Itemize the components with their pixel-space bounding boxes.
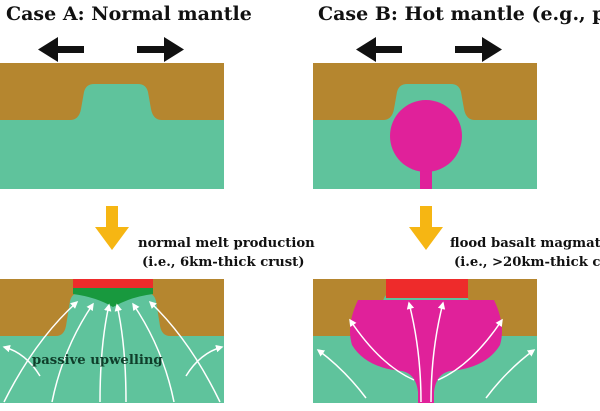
case-b-right-motion-arrow [455, 37, 502, 62]
case-a-caption-line1: normal melt production [138, 236, 315, 251]
oceanic-crust [73, 279, 153, 288]
mantle-flow-lines [2, 300, 224, 403]
case-a-left-motion-arrow [38, 37, 84, 62]
thick-crust [386, 279, 468, 298]
case-a-process-arrow [95, 206, 129, 250]
lithosphere-layer [0, 63, 224, 120]
case-b-initial-panel [313, 63, 537, 189]
case-a-initial-panel [0, 63, 224, 189]
case-b-process-arrow [409, 206, 443, 250]
passive-upwelling-label: passive upwelling [32, 353, 163, 368]
case-a-caption-line2: (i.e., 6km-thick crust) [142, 255, 305, 270]
case-a-title: Case A: Normal mantle [6, 3, 252, 25]
case-b-caption-line1: flood basalt magmatism [450, 236, 600, 251]
case-a-final-panel: passive upwelling [0, 279, 224, 403]
case-b-final-panel [313, 279, 537, 403]
plume-flow-lines [316, 301, 536, 403]
plume-head-spread [350, 300, 502, 403]
case-b-left-motion-arrow [356, 37, 402, 62]
case-b-caption-line2: (i.e., >20km-thick crust) [454, 255, 600, 270]
plume-head [390, 100, 462, 172]
lithosphere-layer [313, 63, 537, 120]
case-a-right-motion-arrow [137, 37, 184, 62]
case-b-title: Case B: Hot mantle (e.g., plume) [318, 3, 600, 25]
melt-zone [73, 287, 153, 307]
